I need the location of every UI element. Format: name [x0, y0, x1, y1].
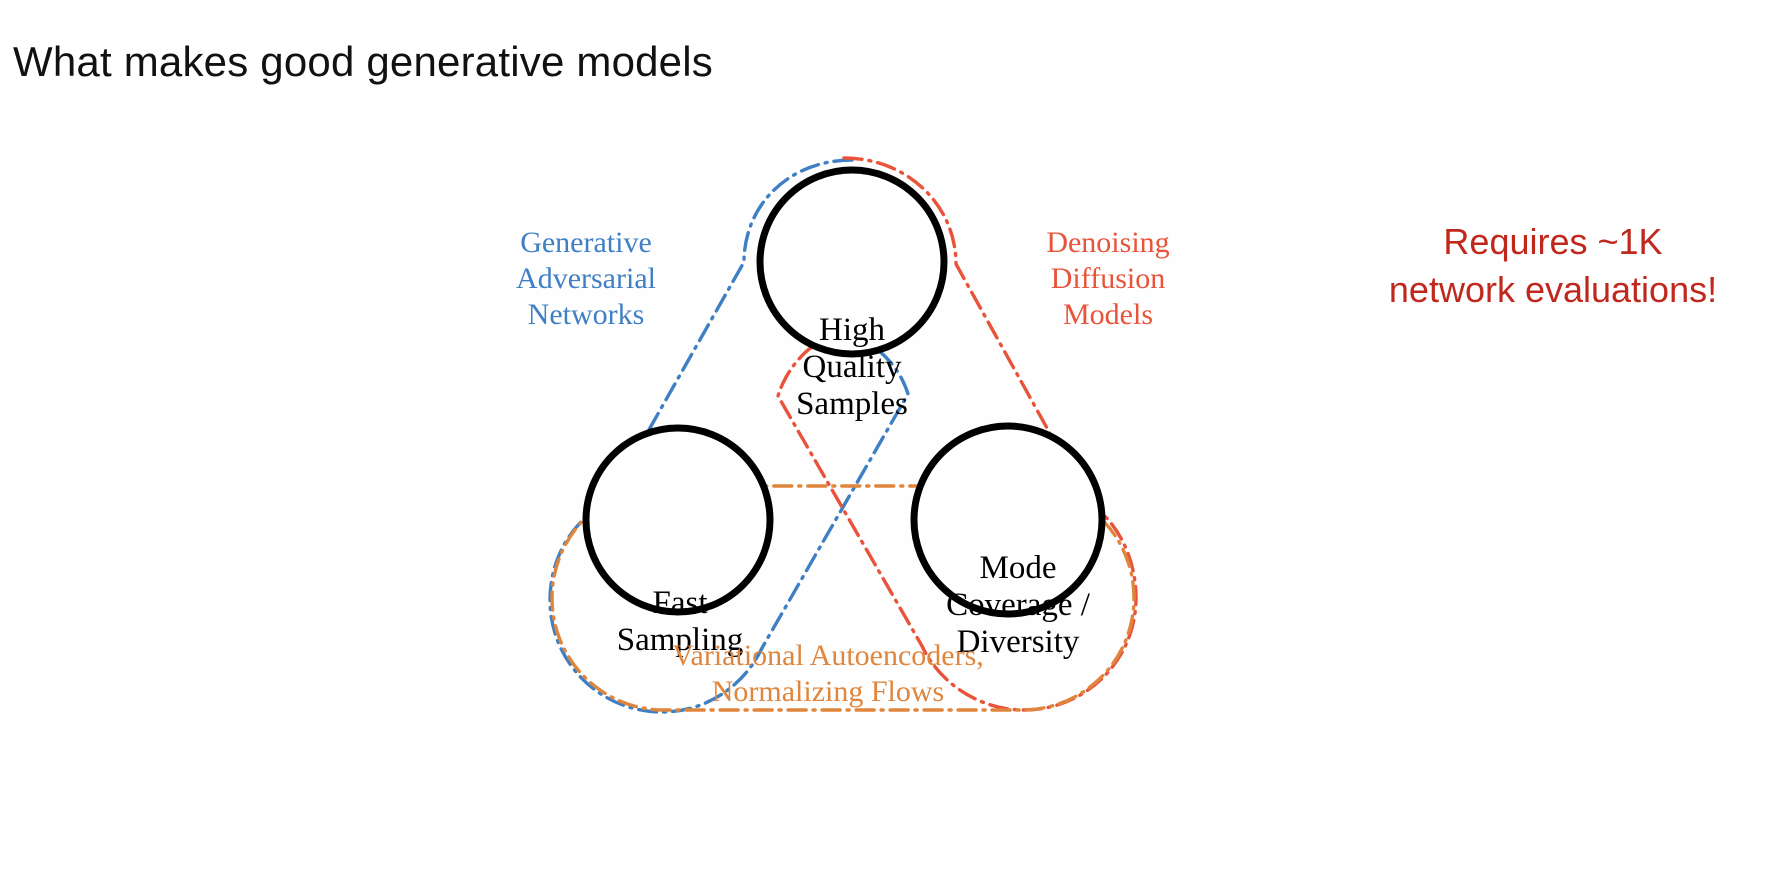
- gan-region-path: [548, 158, 910, 714]
- legend-label-variational-autoencoders-normalizing-flows: Variational Autoencoders, Normalizing Fl…: [672, 639, 984, 708]
- node-circle-fast-sampling: [582, 424, 774, 616]
- legend-label-denoising-diffusion-models: Denoising Diffusion Models: [1046, 226, 1170, 331]
- annotation-requires-network-evaluations: Requires ~1K network evaluations!: [1388, 221, 1718, 310]
- legend-label-generative-adversarial-networks: Generative Adversarial Networks: [516, 226, 656, 331]
- page-title: What makes good generative models: [13, 38, 713, 85]
- node-circle-high-quality-samples: [756, 166, 948, 358]
- node-circle-mode-coverage: [910, 422, 1106, 618]
- diagram-svg: [548, 156, 1138, 714]
- generative-trilemma-diagram: High Quality Samples Fast Sampling Mode …: [488, 130, 1176, 746]
